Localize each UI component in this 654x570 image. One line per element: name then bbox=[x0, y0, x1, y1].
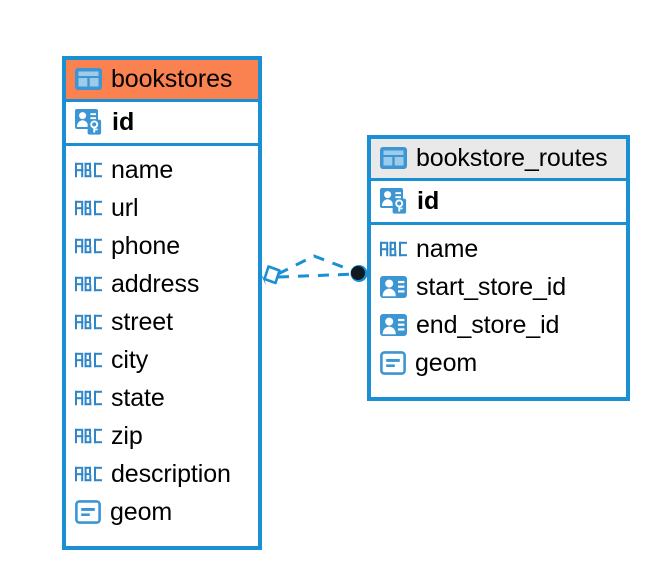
abc-icon bbox=[75, 352, 102, 368]
abc-icon bbox=[75, 314, 102, 330]
foreign-key-icon bbox=[380, 276, 407, 298]
table-icon bbox=[75, 68, 102, 90]
field-label: state bbox=[111, 384, 165, 412]
primary-key-icon bbox=[75, 108, 102, 135]
field-label: zip bbox=[111, 422, 143, 450]
entity-header-bookstore-routes[interactable]: bookstore_routes bbox=[371, 139, 626, 178]
field-row-street[interactable]: street bbox=[75, 303, 248, 341]
abc-icon bbox=[75, 238, 102, 254]
entity-header-bookstores[interactable]: bookstores bbox=[66, 60, 258, 99]
entity-title: bookstores bbox=[111, 65, 233, 93]
field-label: phone bbox=[111, 232, 181, 260]
field-label: end_store_id bbox=[416, 311, 560, 339]
abc-icon bbox=[75, 162, 102, 178]
field-label: description bbox=[111, 460, 231, 488]
geom-icon bbox=[75, 500, 101, 524]
primary-key-label: id bbox=[112, 108, 135, 136]
field-row-zip[interactable]: zip bbox=[75, 417, 248, 455]
field-label: start_store_id bbox=[416, 273, 567, 301]
field-label: url bbox=[111, 194, 139, 222]
abc-icon bbox=[75, 466, 102, 482]
field-row-geom[interactable]: geom bbox=[380, 344, 616, 382]
abc-icon bbox=[75, 428, 102, 444]
field-row-name[interactable]: name bbox=[380, 230, 616, 268]
diamond-endpoint bbox=[260, 265, 281, 286]
field-row-geom[interactable]: geom bbox=[75, 493, 248, 531]
field-label: address bbox=[111, 270, 200, 298]
field-label: street bbox=[111, 308, 173, 336]
primary-key-icon bbox=[380, 187, 407, 214]
field-row-name[interactable]: name bbox=[75, 151, 248, 189]
field-row-state[interactable]: state bbox=[75, 379, 248, 417]
field-row-url[interactable]: url bbox=[75, 189, 248, 227]
field-label: name bbox=[416, 235, 479, 263]
entity-table-bookstores[interactable]: bookstores id bbox=[62, 56, 262, 550]
relationship-connector[interactable] bbox=[252, 240, 377, 315]
field-row-description[interactable]: description bbox=[75, 455, 248, 493]
field-label: name bbox=[111, 156, 174, 184]
table-icon bbox=[380, 147, 407, 169]
geom-icon bbox=[380, 351, 406, 375]
field-row-address[interactable]: address bbox=[75, 265, 248, 303]
field-row-city[interactable]: city bbox=[75, 341, 248, 379]
field-row-phone[interactable]: phone bbox=[75, 227, 248, 265]
foreign-key-icon bbox=[380, 314, 407, 336]
entity-table-bookstore-routes[interactable]: bookstore_routes id bbox=[367, 135, 630, 401]
abc-icon bbox=[380, 241, 407, 257]
abc-icon bbox=[75, 390, 102, 406]
field-label: city bbox=[111, 346, 149, 374]
field-label: geom bbox=[110, 498, 173, 526]
entity-title: bookstore_routes bbox=[416, 144, 608, 172]
abc-icon bbox=[75, 276, 102, 292]
field-list-bookstore-routes: name start_store_id bbox=[371, 225, 626, 388]
abc-icon bbox=[75, 200, 102, 216]
primary-key-label: id bbox=[417, 187, 440, 215]
relationship-line-upper bbox=[277, 254, 357, 276]
primary-key-row-id[interactable]: id bbox=[371, 178, 626, 225]
primary-key-row-id[interactable]: id bbox=[66, 99, 258, 146]
field-row-start-store-id[interactable]: start_store_id bbox=[380, 268, 616, 306]
field-list-bookstores: name url bbox=[66, 146, 258, 537]
filled-circle-endpoint bbox=[350, 265, 368, 282]
field-row-end-store-id[interactable]: end_store_id bbox=[380, 306, 616, 344]
field-label: geom bbox=[415, 349, 478, 377]
relationship-line-lower bbox=[277, 272, 357, 279]
